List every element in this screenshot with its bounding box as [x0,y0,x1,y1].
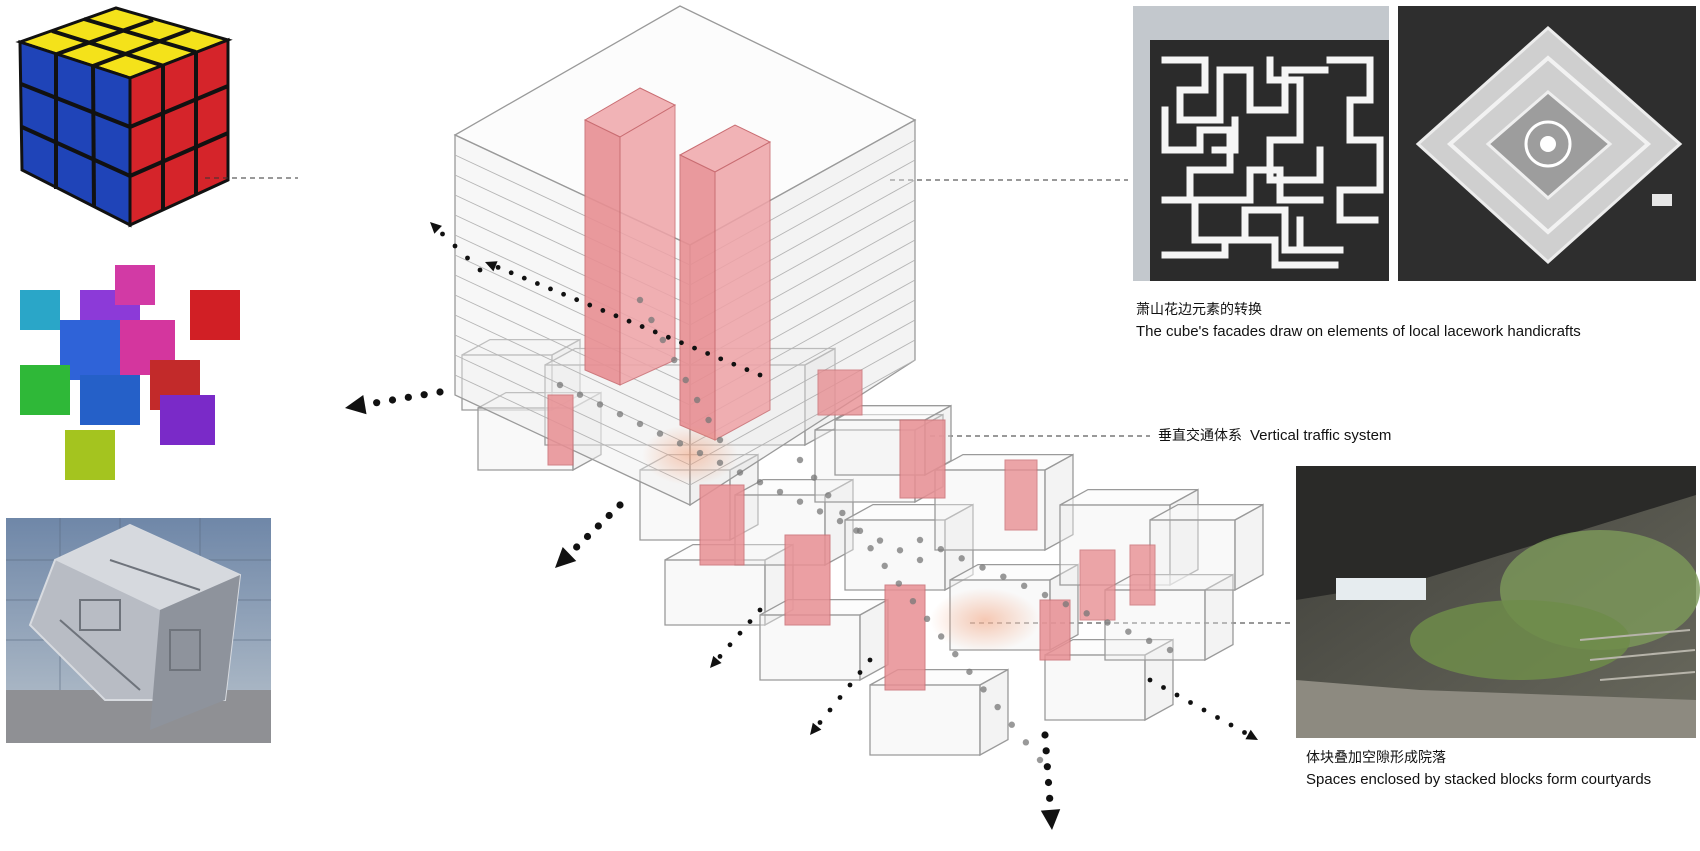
caption-traffic-en: Vertical traffic system [1250,427,1392,444]
arrow-path [810,657,873,735]
arrowhead-icon [430,222,442,234]
caption-courtyard-zh: 体块叠加空隙形成院落 [1306,750,1446,766]
caption-lacework-zh: 萧山花边元素的转换 [1136,302,1262,318]
internal-route [796,456,1044,764]
arrowhead-icon [710,655,722,668]
arrowhead-icon [555,546,577,568]
podium-block [1149,503,1264,592]
internal-route [636,296,724,444]
arrowhead-icon [810,722,822,735]
circulation-arrows [345,222,1258,830]
arrow-path [430,222,483,273]
arrow-path [1147,677,1258,740]
internal-route [556,381,924,564]
axonometric-model [453,5,1264,757]
courtyard-photo-icon [1296,466,1700,738]
internal-route [916,536,1174,654]
arrow-path [555,501,624,568]
caption-traffic: 垂直交通体系 Vertical traffic system [1158,425,1391,445]
arrowhead-icon [485,261,498,272]
arrow-path [1040,731,1061,830]
lace-doily-icon [1398,6,1696,281]
sculpture-cube-icon [6,518,271,743]
podium-block [1104,573,1234,662]
rubiks-cube-icon [15,6,233,228]
arrow-path [485,261,763,378]
caption-courtyard: 体块叠加空隙形成院落 Spaces enclosed by stacked bl… [1306,748,1651,790]
arrowhead-icon [1040,809,1061,830]
podium-block [934,453,1074,552]
lattice-screen-icon [1133,6,1389,281]
caption-lacework-en: The cube's facades draw on elements of l… [1136,323,1581,340]
arrowhead-icon [1245,729,1258,740]
exploded-cubes-icon [20,265,240,480]
arrowhead-icon [345,395,367,415]
arrow-path [710,607,763,668]
caption-traffic-zh: 垂直交通体系 [1158,428,1242,444]
caption-courtyard-en: Spaces enclosed by stacked blocks form c… [1306,771,1652,788]
arrow-path [345,388,444,415]
vertical-cores [547,87,1156,691]
caption-lacework: 萧山花边元素的转换 The cube's facades draw on ele… [1136,300,1581,342]
